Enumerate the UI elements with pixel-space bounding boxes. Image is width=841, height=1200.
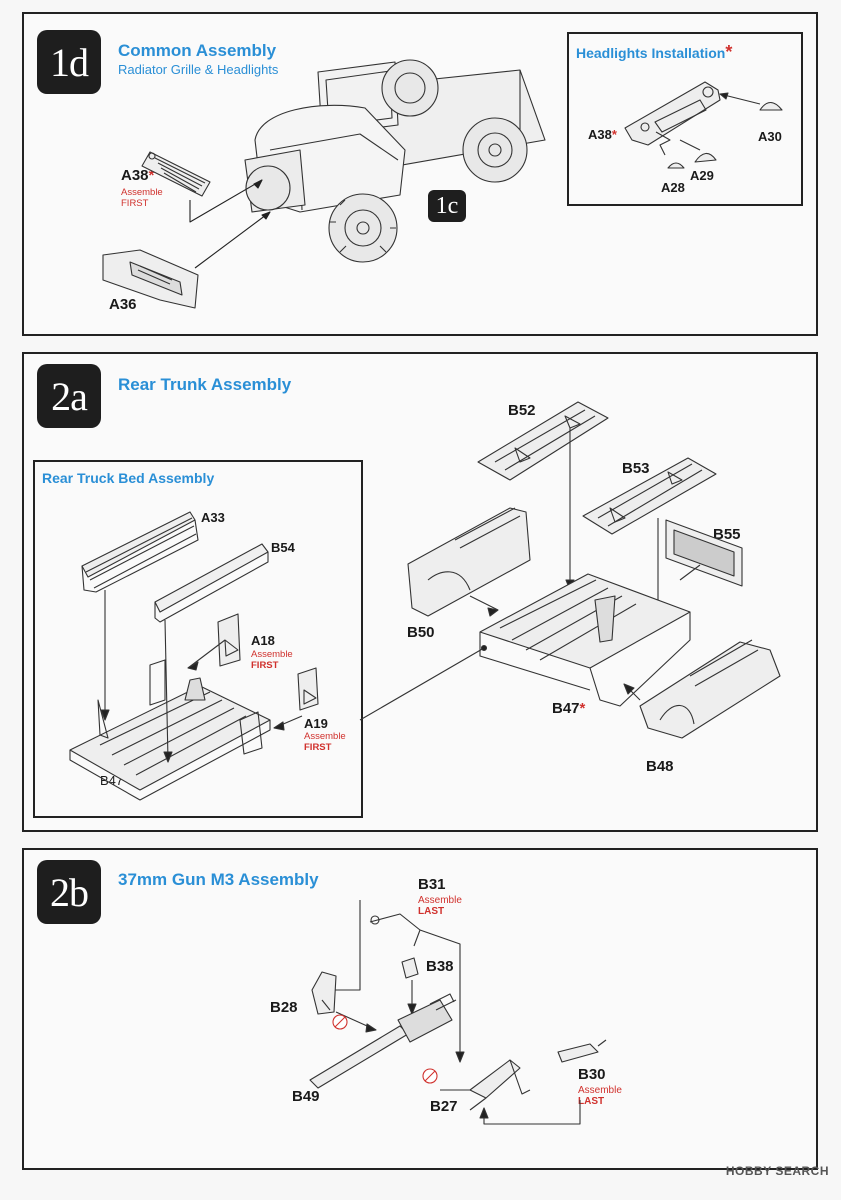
a38-assemble-first-note: Assemble FIRST [121, 187, 163, 209]
step-1d-badge: 1d [37, 30, 101, 94]
part-label-b28: B28 [270, 999, 298, 1016]
headlights-drawing [624, 81, 783, 169]
headlights-installation-title: Headlights Installation* [576, 42, 732, 63]
truck-chassis-drawing [244, 59, 546, 263]
part-label-b31: B31 [418, 876, 446, 893]
note-line1: Assemble [121, 187, 163, 198]
headlights-asterisk: * [725, 42, 733, 62]
part-label-b30: B30 [578, 1066, 606, 1083]
note-line1: Assemble [304, 731, 346, 742]
step-1d-title: Common Assembly [118, 41, 277, 60]
part-label-a38: A38* [121, 167, 154, 184]
part-label-a33: A33 [201, 510, 225, 525]
asterisk: * [611, 127, 617, 142]
part-label-a18: A18 [251, 633, 275, 648]
part-label-b49: B49 [292, 1088, 320, 1105]
part-label-a36: A36 [109, 296, 137, 313]
note-line2: LAST [578, 1096, 605, 1107]
part-label-b38: B38 [426, 958, 454, 975]
part-b47-text: B47 [552, 700, 580, 717]
part-label-b55: B55 [713, 526, 741, 543]
part-label-a19: A19 [304, 716, 328, 731]
part-label-b52: B52 [508, 402, 536, 419]
step-2b-title: 37mm Gun M3 Assembly [118, 870, 319, 889]
gun-m3-drawing [309, 900, 607, 1125]
part-label-b54: B54 [271, 540, 295, 555]
asterisk: * [148, 167, 155, 184]
ref-badge-1c: 1c [428, 190, 466, 222]
a19-assemble-first-note: Assemble FIRST [304, 731, 346, 753]
rear-truck-bed-title: Rear Truck Bed Assembly [42, 470, 215, 486]
asterisk: * [579, 700, 586, 717]
note-line2: FIRST [251, 660, 279, 671]
part-a38-text: A38 [121, 167, 149, 184]
step-1d-subtitle: Radiator Grille & Headlights [118, 62, 279, 77]
part-label-b53: B53 [622, 460, 650, 477]
part-label-a38-headlights: A38* [588, 127, 617, 142]
part-label-b47: B47* [552, 700, 585, 717]
note-line1: Assemble [251, 649, 293, 660]
step-2b-badge: 2b [37, 860, 101, 924]
step-2a-badge: 2a [37, 364, 101, 428]
note-line1: Assemble [578, 1085, 622, 1096]
part-label-a28: A28 [661, 180, 685, 195]
part-label-a30: A30 [758, 129, 782, 144]
note-line2: LAST [418, 906, 445, 917]
hobby-search-watermark: HOBBY SEARCH [725, 1164, 829, 1178]
part-label-b50: B50 [407, 624, 435, 641]
step-2a-title: Rear Trunk Assembly [118, 375, 292, 394]
note-line2: FIRST [121, 198, 149, 209]
note-line1: Assemble [418, 895, 462, 906]
rear-trunk-main-drawing [359, 401, 781, 739]
b31-assemble-last-note: Assemble LAST [418, 895, 462, 917]
part-label-b48: B48 [646, 758, 674, 775]
headlights-title-text: Headlights Installation [576, 45, 726, 61]
rear-truck-bed-drawing [69, 511, 319, 801]
note-line2: FIRST [304, 742, 332, 753]
b30-assemble-last-note: Assemble LAST [578, 1085, 622, 1107]
part-label-a29: A29 [690, 168, 714, 183]
part-label-b27: B27 [430, 1098, 458, 1115]
a18-assemble-first-note: Assemble FIRST [251, 649, 293, 671]
a38-grille-part [141, 151, 211, 197]
part-a38-headlights-text: A38 [588, 127, 612, 142]
a36-bumper-part [102, 249, 199, 309]
